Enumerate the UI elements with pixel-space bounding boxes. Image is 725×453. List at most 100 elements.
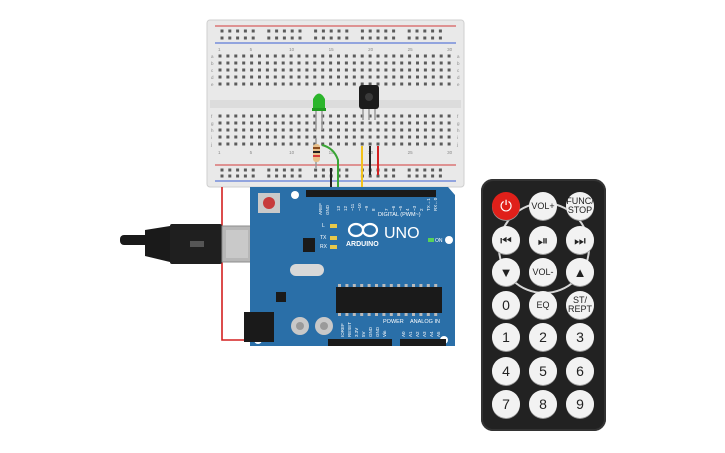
reset-button[interactable] xyxy=(258,193,280,213)
row-letter: a xyxy=(457,54,460,59)
analog-header[interactable] xyxy=(400,339,446,346)
row-letter: d xyxy=(211,75,214,80)
column-number: 10 xyxy=(289,150,295,155)
pin-label: RX←0 xyxy=(433,197,438,211)
resistor[interactable] xyxy=(313,138,320,168)
remote-button-2[interactable]: 2 xyxy=(529,323,557,351)
breadboard[interactable]: 115510101515202025253030aabbccddeeffgghh… xyxy=(206,19,465,188)
pin-label: A5 xyxy=(436,331,441,337)
pin-label: A4 xyxy=(429,331,434,337)
pin-label: TX→1 xyxy=(426,198,431,211)
column-number: 30 xyxy=(447,47,453,52)
remote-button-next[interactable]: ⏭ xyxy=(566,226,594,254)
remote-button-3[interactable]: 3 xyxy=(566,323,594,351)
row-letter: d xyxy=(457,75,460,80)
ir-receiver[interactable] xyxy=(359,85,379,120)
remote-button-vol-up[interactable]: VOL+ xyxy=(529,192,557,220)
brand-text: ARDUINO xyxy=(346,241,379,248)
remote-button-down[interactable]: ▼ xyxy=(492,258,520,286)
row-letter: i xyxy=(211,135,212,140)
column-number: 10 xyxy=(289,47,295,52)
pin-label: GND xyxy=(375,326,380,337)
column-number: 25 xyxy=(408,150,414,155)
pin-label: ~10 xyxy=(357,203,362,211)
arduino-uno-board[interactable]: ARDUINO UNO ON DIGITAL (PWM~) POWER ANAL… xyxy=(244,187,455,346)
remote-button-func-stop[interactable]: FUNC/ STOP xyxy=(566,192,594,220)
power-header[interactable] xyxy=(328,339,392,346)
remote-button-9[interactable]: 9 xyxy=(566,390,594,418)
crystal xyxy=(290,264,324,276)
mount-hole xyxy=(291,191,299,199)
remote-button-up[interactable]: ▲ xyxy=(566,258,594,286)
pin-label: A3 xyxy=(422,331,427,337)
power-jack[interactable] xyxy=(244,312,274,342)
row-letter: g xyxy=(211,121,214,126)
pin-label: 8 xyxy=(371,208,376,211)
arduino-logo xyxy=(347,222,379,238)
remote-button-4[interactable]: 4 xyxy=(492,357,520,385)
remote-button-st-rept[interactable]: ST/ REPT xyxy=(566,291,594,319)
pin-label: 7 xyxy=(384,208,389,211)
column-number: 15 xyxy=(329,150,335,155)
digital-header[interactable] xyxy=(306,190,436,197)
usb-cable[interactable] xyxy=(120,224,253,264)
model-text: UNO xyxy=(384,225,420,242)
remote-button-play-pause[interactable]: ⏯ xyxy=(529,226,557,254)
led-label-rx: RX xyxy=(320,244,328,250)
row-letter: c xyxy=(457,68,460,73)
breadboard-channel xyxy=(210,100,461,108)
icsp-chip xyxy=(303,238,315,252)
digital-header-label: DIGITAL (PWM~) xyxy=(378,212,421,218)
led-label-tx: TX xyxy=(320,235,327,241)
remote-button-prev[interactable]: ⏮ xyxy=(492,226,520,254)
power-header-label: POWER xyxy=(383,319,404,325)
pin-label: 2 xyxy=(419,208,424,211)
column-number: 20 xyxy=(368,47,374,52)
row-letter: i xyxy=(457,135,458,140)
column-number: 5 xyxy=(250,47,253,52)
led-tx xyxy=(330,236,337,240)
remote-button-8[interactable]: 8 xyxy=(529,390,557,418)
led-rx xyxy=(330,245,337,249)
regulator xyxy=(276,292,286,302)
remote-button-6[interactable]: 6 xyxy=(566,357,594,385)
column-number: 15 xyxy=(329,47,335,52)
column-number: 25 xyxy=(408,47,414,52)
column-number: 1 xyxy=(218,150,221,155)
row-letter: h xyxy=(211,128,214,133)
led-label-l: L xyxy=(322,223,325,229)
row-letter: e xyxy=(457,82,460,87)
remote-button-eq[interactable]: EQ xyxy=(529,291,557,319)
pin-label: A1 xyxy=(408,331,413,337)
pin-label: AREF xyxy=(318,203,323,215)
row-letter: j xyxy=(456,142,458,147)
pin-label: Vin xyxy=(382,330,387,337)
pin-label: ~5 xyxy=(398,205,403,211)
remote-button-5[interactable]: 5 xyxy=(529,357,557,385)
remote-button-0[interactable]: 0 xyxy=(492,291,520,319)
row-letter: h xyxy=(457,128,460,133)
wire-green[interactable] xyxy=(321,144,339,195)
pin-label: 12 xyxy=(343,205,348,211)
breadboard-holes xyxy=(218,29,451,178)
pin-label: 13 xyxy=(336,205,341,211)
pin-label: 3.3V xyxy=(354,328,359,337)
green-led[interactable] xyxy=(312,93,326,131)
remote-button-7[interactable]: 7 xyxy=(492,390,520,418)
on-label: ON xyxy=(435,238,443,244)
row-letter: a xyxy=(211,54,214,59)
row-letter: j xyxy=(210,142,212,147)
pin-label: A0 xyxy=(401,331,406,337)
pin-label: GND xyxy=(368,326,373,337)
remote-button-power[interactable]: ⏻ xyxy=(492,192,520,220)
column-number: 30 xyxy=(447,150,453,155)
pin-label: ~11 xyxy=(350,203,355,211)
pin-label: 4 xyxy=(405,208,410,211)
remote-button-vol-down[interactable]: VOL- xyxy=(529,258,557,286)
row-letter: f xyxy=(457,114,459,119)
pin-label: RESET xyxy=(347,322,352,337)
remote-button-1[interactable]: 1 xyxy=(492,323,520,351)
